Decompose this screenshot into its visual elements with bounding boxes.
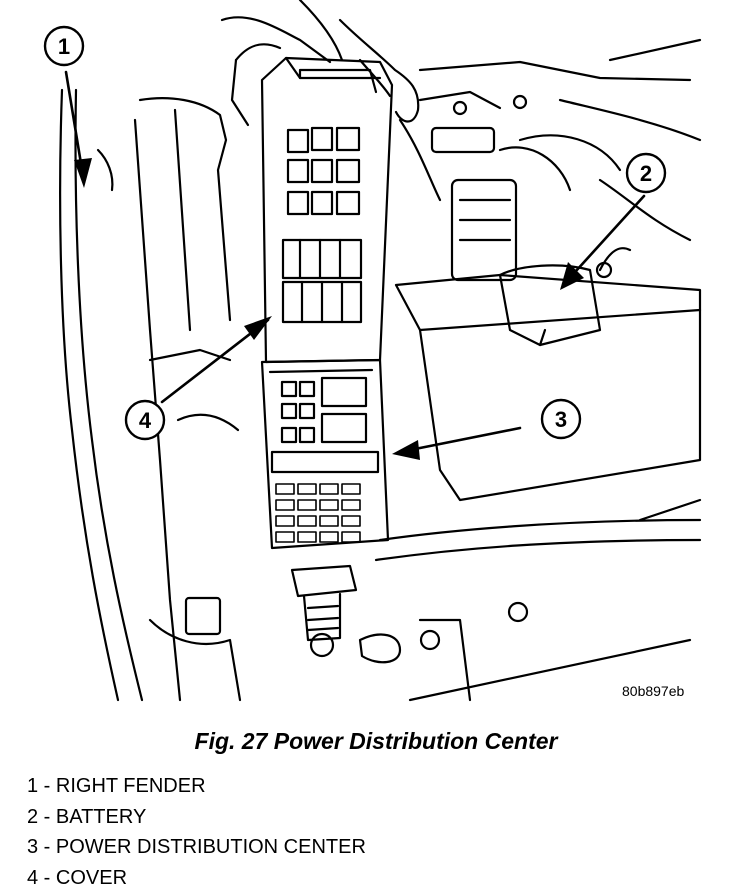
legend-item: 3 - POWER DISTRIBUTION CENTER: [27, 836, 366, 858]
right-fender: [59, 88, 144, 702]
callout-1-label: 1: [58, 34, 70, 59]
arrowheads: [74, 158, 584, 460]
hands: [220, 0, 420, 127]
callout-2-label: 2: [640, 161, 652, 186]
bolt-and-bracket: [290, 498, 702, 702]
legend-item: 4 - COVER: [27, 866, 128, 889]
callout-3: 3: [540, 398, 582, 440]
callout-1: 1: [43, 25, 85, 67]
radiator-support: [133, 97, 242, 702]
wiring-harness: [398, 38, 702, 282]
engine-bay-illustration: 1 2 3 4: [43, 0, 702, 702]
power-distribution-center: [260, 358, 390, 550]
legend-list: 1 - RIGHT FENDER 2 - BATTERY 3 - POWER D…: [27, 771, 366, 893]
callout-2: 2: [625, 152, 667, 194]
battery: [394, 247, 702, 502]
legend-item: 2 - BATTERY: [27, 805, 147, 828]
figure-caption: Fig. 27 Power Distribution Center: [194, 728, 558, 754]
legend-item: 1 - RIGHT FENDER: [27, 775, 206, 797]
callout-4: 4: [124, 399, 166, 441]
figure-code: 80b897eb: [622, 683, 685, 699]
callout-3-label: 3: [555, 407, 567, 432]
pdc-cover: [260, 56, 394, 364]
callout-4-label: 4: [139, 408, 152, 433]
